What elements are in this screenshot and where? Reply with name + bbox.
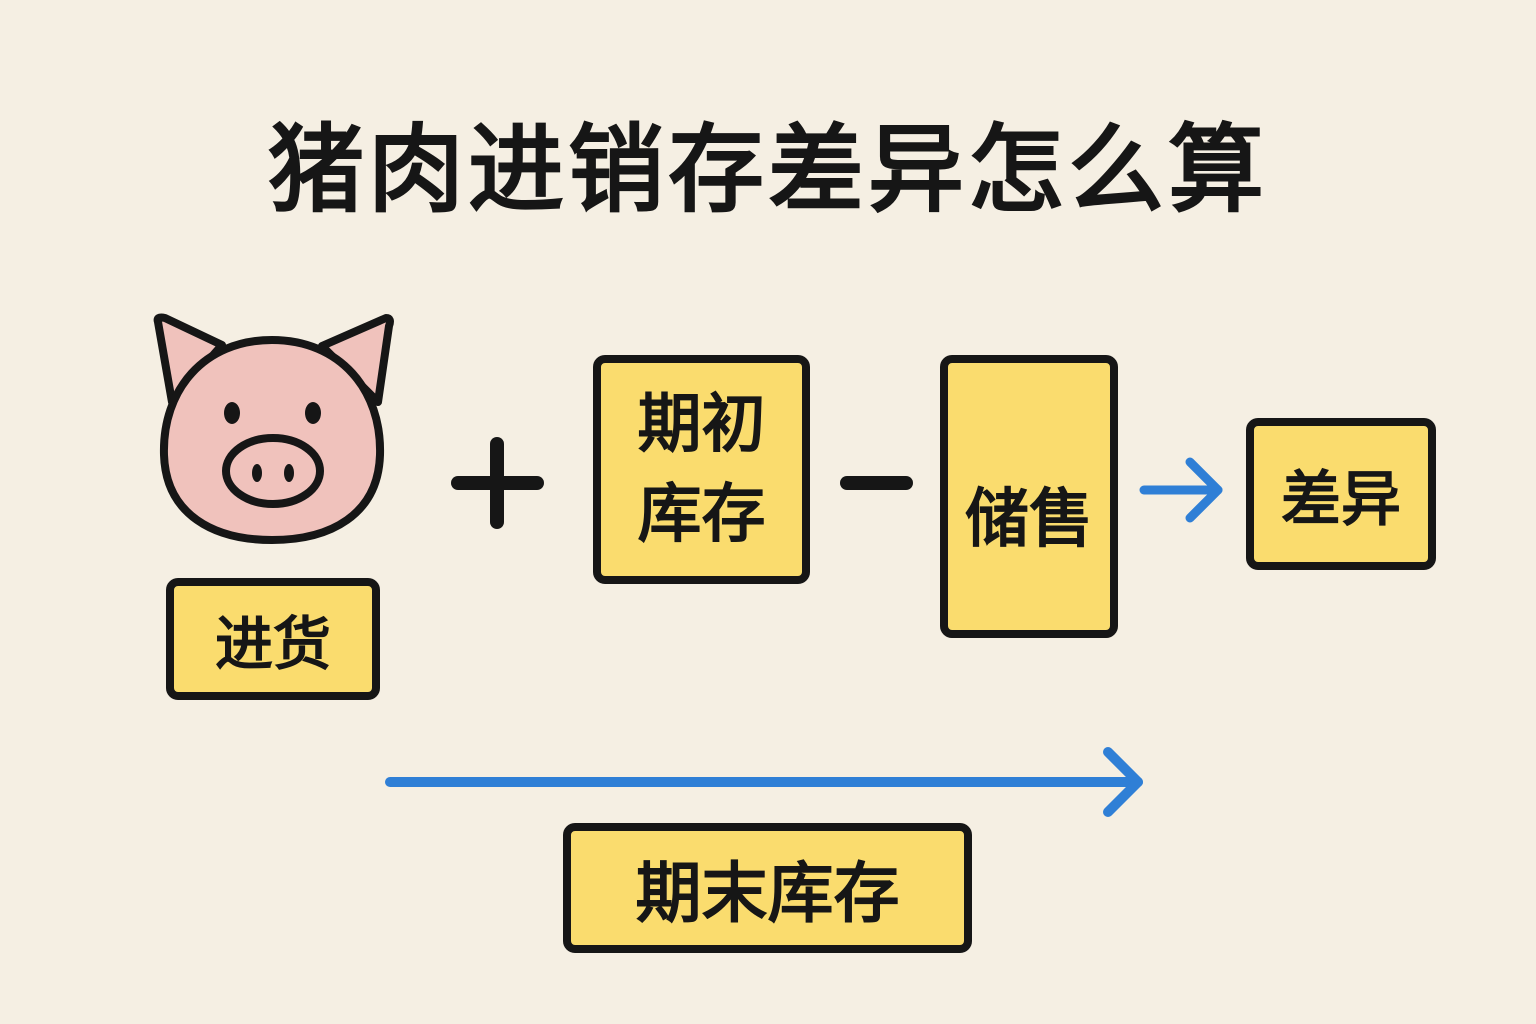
long-arrow-icon <box>385 747 1143 817</box>
opening-stock-box: 期初库存 <box>593 355 810 584</box>
sales-box: 储售 <box>940 355 1118 638</box>
closing-stock-box: 期末库存 <box>563 823 972 953</box>
purchase-box: 进货 <box>166 578 380 700</box>
plus-icon <box>451 437 544 529</box>
difference-box: 差异 <box>1246 418 1436 570</box>
arrow-right-icon <box>1139 457 1223 523</box>
pig-icon <box>153 313 394 544</box>
page-title: 猪肉进销存差异怎么算 <box>268 114 1268 226</box>
